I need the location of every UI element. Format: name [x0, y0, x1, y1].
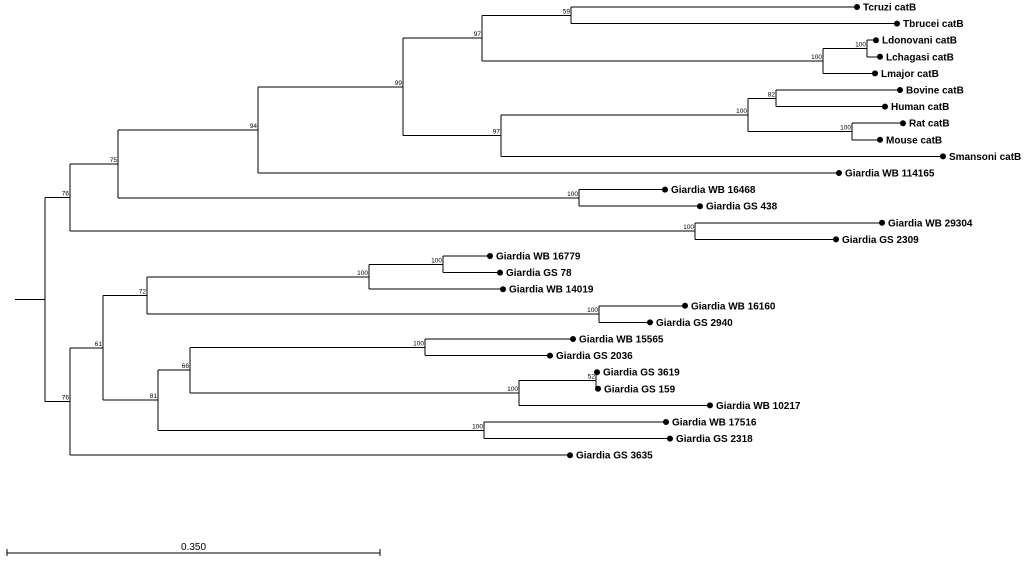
leaf-smansoni-catb-dot — [940, 153, 946, 160]
leaf-giardia-wb-10217-dot — [707, 402, 713, 409]
leaf-giardia-wb-15565-label: Giardia WB 15565 — [579, 335, 664, 346]
leaf-bovine-catb-label: Bovine catB — [906, 86, 964, 97]
node-0-0-0-0-1-support: 97 — [493, 129, 501, 136]
leaf-giardia-gs-78-dot — [497, 269, 503, 276]
leaf-tcruzi-catb-dot — [854, 4, 860, 10]
leaf-giardia-wb-14019-dot — [500, 286, 506, 293]
leaf-giardia-wb-29304-label: Giardia WB 29304 — [888, 218, 973, 229]
leaf-tcruzi-catb-label: Tcruzi catB — [863, 3, 916, 14]
leaf-giardia-wb-16779-label: Giardia WB 16779 — [496, 252, 581, 263]
node-1-0-0-1-support: 100 — [587, 307, 598, 314]
node-0-0-0-0-0-1-support: 100 — [811, 54, 822, 61]
node-0-0-0-0-0-support: 97 — [474, 31, 482, 38]
node-1-0-1-support: 81 — [150, 393, 158, 400]
node-0-0-1-support: 100 — [567, 191, 578, 198]
node-1-0-support: 61 — [95, 341, 103, 348]
leaf-giardia-wb-29304-dot — [879, 219, 885, 226]
leaf-lmajor-catb-label: Lmajor catB — [881, 69, 939, 80]
node-0-0-0-0-0-0-support: 59 — [563, 8, 571, 15]
node-0-0-0-0-0-1-0-support: 100 — [855, 42, 866, 49]
leaf-tbrucei-catb-dot — [894, 20, 900, 27]
leaf-human-catb-dot — [882, 103, 888, 110]
leaf-human-catb-label: Human catB — [891, 102, 949, 113]
leaf-mouse-catb-label: Mouse catB — [886, 135, 942, 146]
node-1-0-0-0-support: 100 — [357, 270, 368, 277]
leaf-giardia-gs-2318-dot — [667, 435, 673, 442]
leaf-giardia-gs-2309-label: Giardia GS 2309 — [842, 235, 919, 246]
node-0-0-0-support: 94 — [250, 123, 258, 130]
leaf-giardia-wb-114165-label: Giardia WB 114165 — [845, 169, 935, 180]
node-1-0-0-0-0-support: 100 — [431, 257, 442, 264]
leaf-rat-catb-label: Rat catB — [909, 119, 950, 130]
leaf-giardia-gs-2036-label: Giardia GS 2036 — [556, 351, 633, 362]
leaf-giardia-wb-16160-label: Giardia WB 16160 — [691, 301, 776, 312]
leaf-giardia-wb-16468-dot — [662, 186, 668, 193]
leaf-tbrucei-catb-label: Tbrucei catB — [903, 19, 964, 30]
node-1-0-1-0-1-support: 100 — [507, 386, 518, 393]
node-1-0-0-support: 72 — [139, 288, 147, 295]
leaf-giardia-wb-10217-label: Giardia WB 10217 — [716, 401, 801, 412]
leaf-lmajor-catb-dot — [872, 70, 878, 77]
leaf-giardia-gs-159-label: Giardia GS 159 — [604, 384, 676, 395]
leaf-giardia-gs-2940-label: Giardia GS 2940 — [656, 318, 733, 329]
leaf-giardia-gs-2318-label: Giardia GS 2318 — [676, 434, 753, 445]
scale-bar-label: 0.350 — [181, 542, 206, 553]
node-0-0-0-0-1-0-0-support: 82 — [768, 91, 776, 98]
leaf-giardia-gs-2309-dot — [833, 236, 839, 243]
leaf-giardia-gs-2036-dot — [547, 352, 553, 359]
leaf-giardia-gs-438-label: Giardia GS 438 — [706, 202, 778, 213]
node-0-1-support: 100 — [683, 224, 694, 231]
leaf-giardia-gs-3619-label: Giardia GS 3619 — [603, 368, 680, 379]
leaf-giardia-gs-2940-dot — [647, 319, 653, 326]
leaf-bovine-catb-dot — [897, 87, 903, 93]
node-1-0-1-0-1-0-support: 52 — [588, 374, 596, 381]
leaf-giardia-wb-17516-dot — [663, 419, 669, 425]
node-0-0-support: 75 — [110, 157, 118, 164]
leaf-giardia-wb-16779-dot — [487, 253, 493, 259]
leaf-giardia-wb-16468-label: Giardia WB 16468 — [671, 185, 756, 196]
leaf-lchagasi-catb-label: Lchagasi catB — [886, 52, 954, 63]
leaf-mouse-catb-dot — [877, 136, 883, 143]
leaf-ldonovani-catb-label: Ldonovani catB — [882, 36, 957, 47]
node-0-0-0-0-support: 99 — [395, 80, 403, 87]
leaf-giardia-wb-14019-label: Giardia WB 14019 — [509, 285, 594, 296]
node-0-0-0-0-1-0-1-support: 100 — [840, 125, 851, 132]
leaf-giardia-gs-3635-label: Giardia GS 3635 — [576, 451, 653, 462]
scale-bar: 0.350 — [6, 542, 381, 556]
leaf-giardia-wb-15565-dot — [570, 336, 576, 342]
node-1-0-1-1-support: 100 — [472, 423, 483, 430]
leaf-ldonovani-catb-dot — [873, 37, 879, 44]
leaf-lchagasi-catb-dot — [877, 53, 883, 60]
leaf-giardia-wb-114165-dot — [836, 170, 842, 176]
leaf-rat-catb-dot — [900, 120, 906, 127]
node-0-support: 76 — [62, 191, 70, 198]
leaf-smansoni-catb-label: Smansoni catB — [949, 152, 1021, 163]
node-0-0-0-0-1-0-support: 100 — [736, 108, 747, 115]
node-1-0-1-0-support: 66 — [182, 363, 190, 370]
leaf-giardia-gs-438-dot — [697, 203, 703, 210]
leaf-giardia-wb-17516-label: Giardia WB 17516 — [672, 418, 757, 429]
leaf-giardia-gs-3635-dot — [567, 452, 573, 459]
leaf-giardia-gs-78-label: Giardia GS 78 — [506, 268, 572, 279]
node-1-support: 76 — [62, 395, 70, 402]
node-1-0-1-0-0-support: 100 — [413, 340, 424, 347]
leaf-giardia-wb-16160-dot — [682, 302, 688, 309]
